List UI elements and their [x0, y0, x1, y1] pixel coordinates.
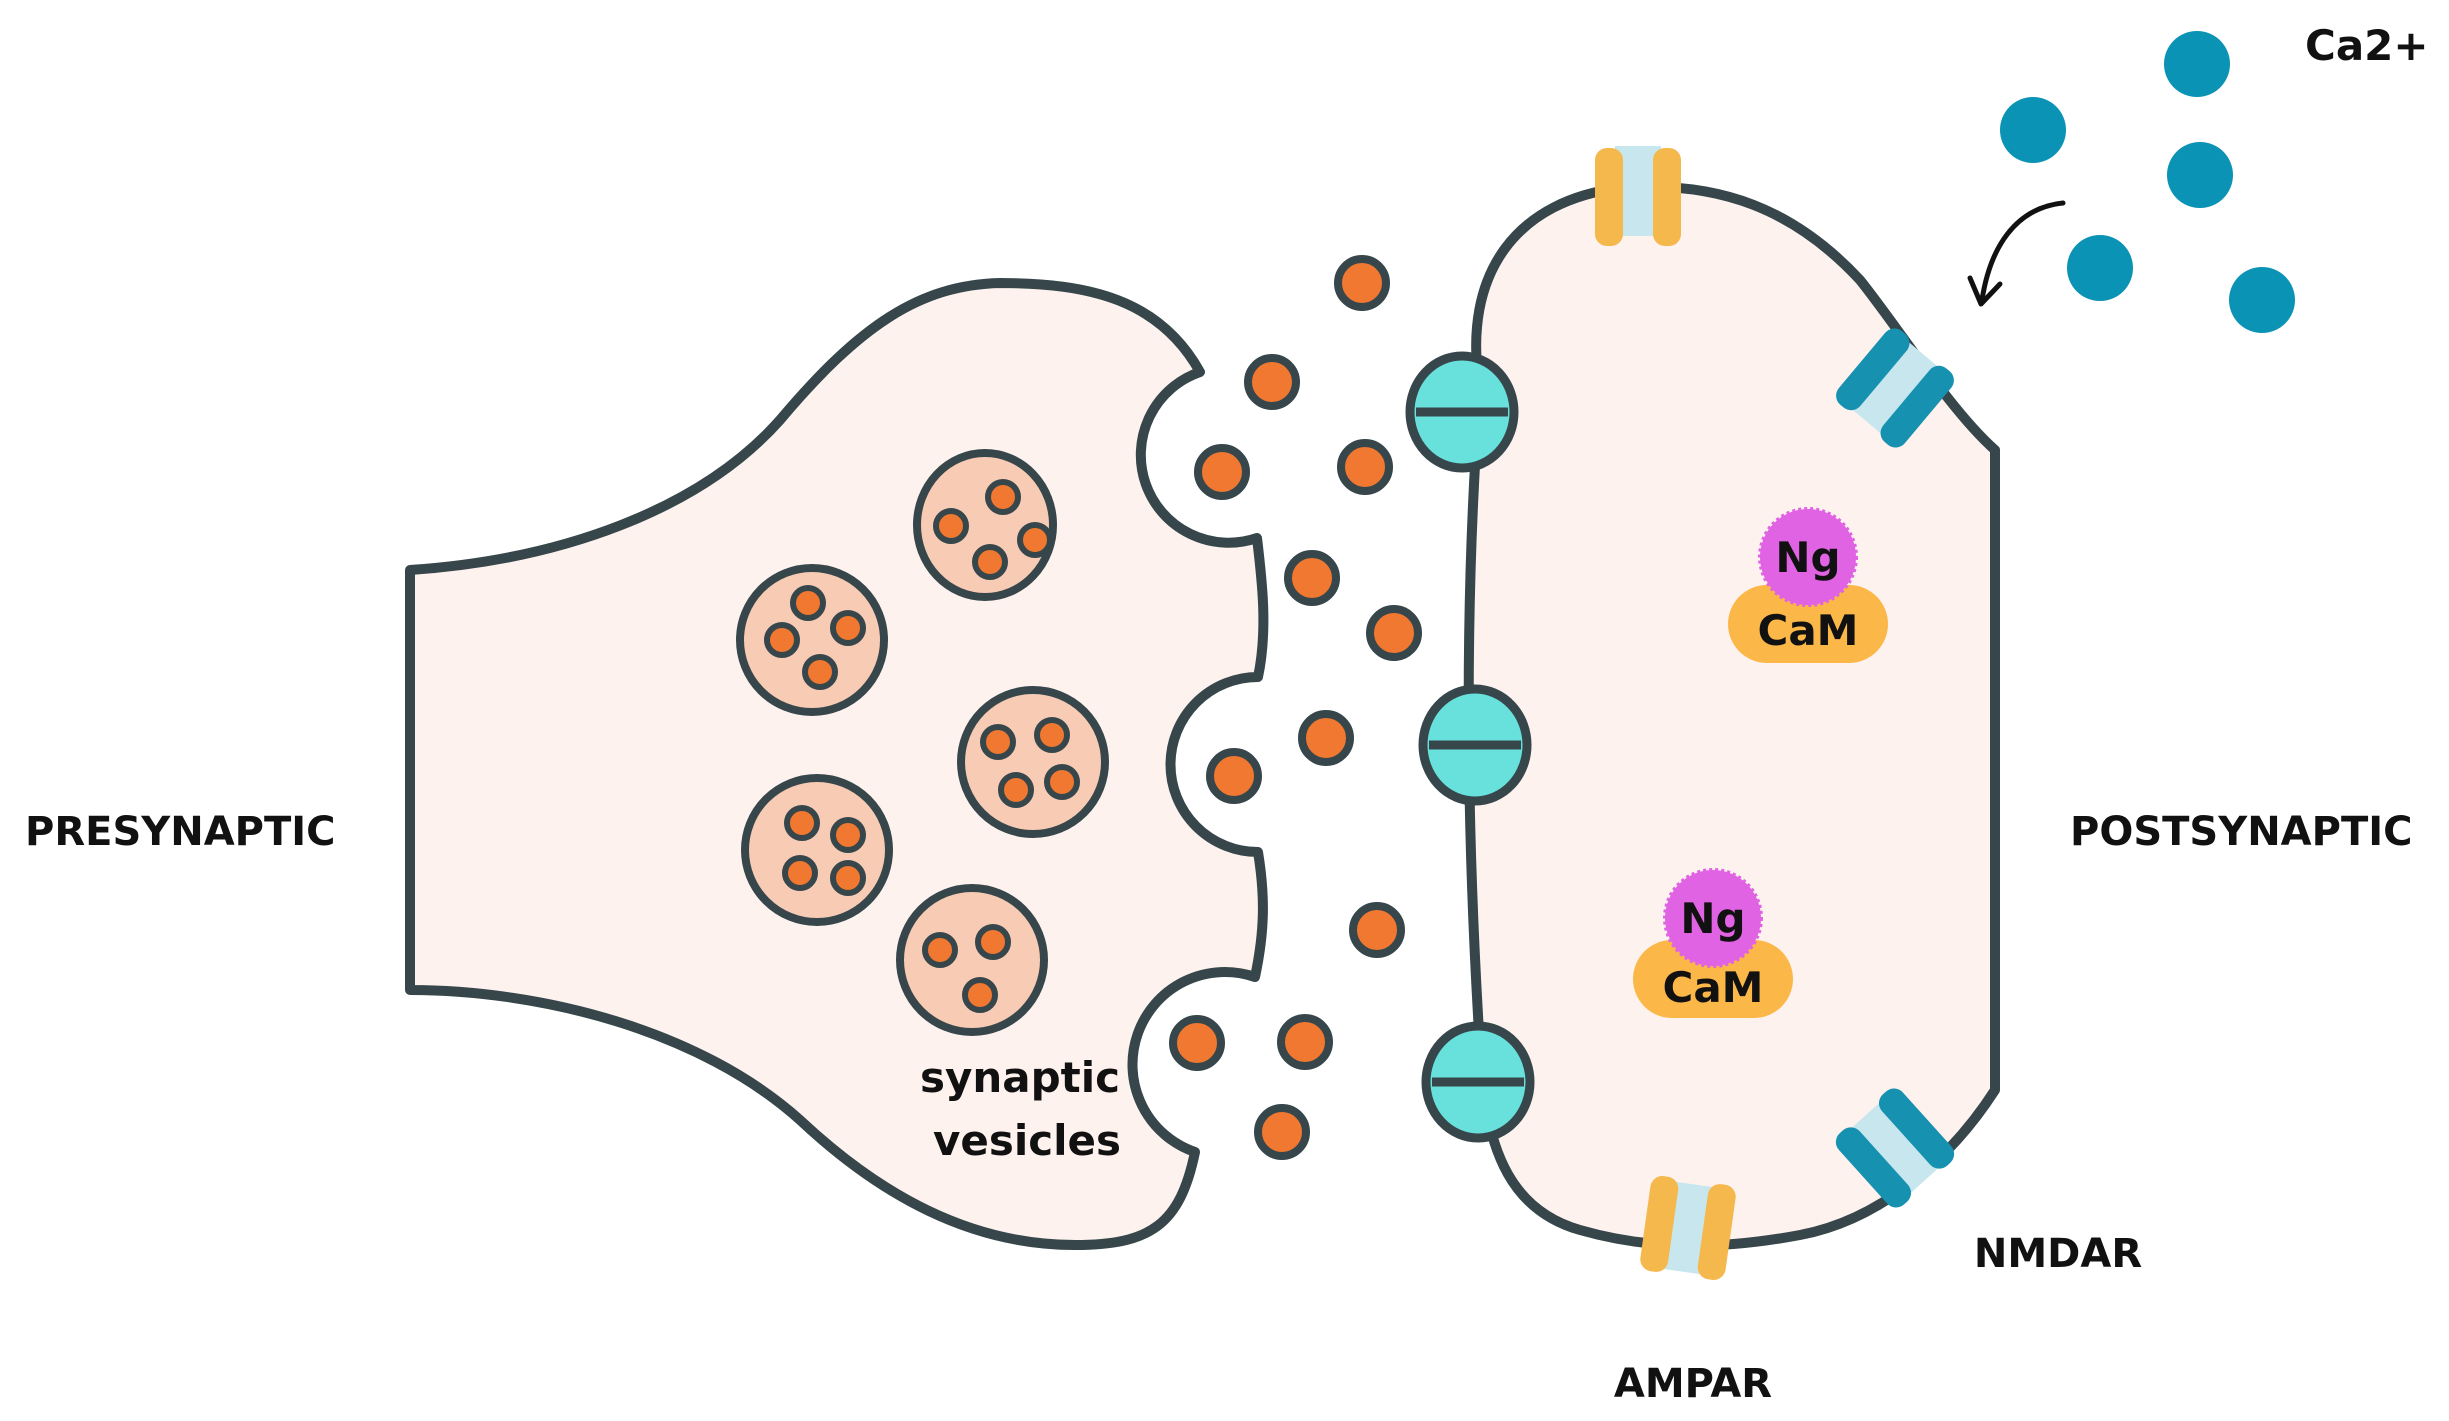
neurotransmitter [1254, 1104, 1310, 1160]
postsynaptic-label: POSTSYNAPTIC [2070, 809, 2412, 855]
postsynaptic-spine [1463, 181, 2000, 1251]
ng-cam-complex-upper: Ng CaM [1728, 507, 1888, 663]
vesicle [741, 774, 893, 926]
ng-cam-complex-lower: Ng CaM [1633, 868, 1793, 1018]
nmdar-channel-bottom [1835, 1088, 1955, 1208]
neurotransmitter [1206, 748, 1262, 804]
vesicle [913, 449, 1057, 601]
vesicle [896, 884, 1048, 1036]
neurotransmitter [1334, 255, 1390, 311]
calcium-ion [2000, 97, 2066, 163]
neurotransmitter [1337, 439, 1393, 495]
calcium-ion [2167, 142, 2233, 208]
receptor [1418, 684, 1532, 806]
nmdar-label: NMDAR [1974, 1231, 2142, 1277]
vesicle [736, 564, 888, 716]
cam-label: CaM [1663, 963, 1764, 1012]
receptor [1421, 1021, 1535, 1143]
neurotransmitters [1169, 255, 1422, 1160]
calcium-ion [2067, 235, 2133, 301]
ampar-label: AMPAR [1614, 1361, 1772, 1407]
neurotransmitter [1366, 605, 1422, 661]
neurotransmitter [1349, 902, 1405, 958]
receptor [1405, 351, 1519, 473]
neurotransmitter [1298, 710, 1354, 766]
neurotransmitter [1244, 354, 1300, 410]
presynaptic-label: PRESYNAPTIC [25, 809, 336, 855]
cam-label: CaM [1758, 606, 1859, 655]
synaptic-vesicles-label-line1: synaptic [920, 1053, 1120, 1102]
neurotransmitter [1194, 444, 1250, 500]
vesicle [957, 686, 1109, 838]
ampar-channel-bottom [1640, 1176, 1736, 1280]
neurotransmitter [1169, 1015, 1225, 1071]
ng-label: Ng [1775, 533, 1840, 582]
calcium-ion [2229, 267, 2295, 333]
calcium-label: Ca2+ [2305, 21, 2429, 70]
calcium-ions [2000, 31, 2295, 333]
synaptic-vesicles-label-line2: vesicles [933, 1116, 1121, 1165]
ampar-channel-top [1595, 146, 1681, 246]
nmdar-channel-top [1836, 328, 1954, 448]
ng-label: Ng [1680, 894, 1745, 943]
calcium-influx-arrow-icon [1967, 200, 2066, 307]
neurotransmitter [1277, 1014, 1333, 1070]
neurotransmitter [1284, 550, 1340, 606]
calcium-ion [2164, 31, 2230, 97]
presynaptic-terminal [405, 278, 1269, 1250]
synaptic-vesicles [736, 449, 1109, 1036]
